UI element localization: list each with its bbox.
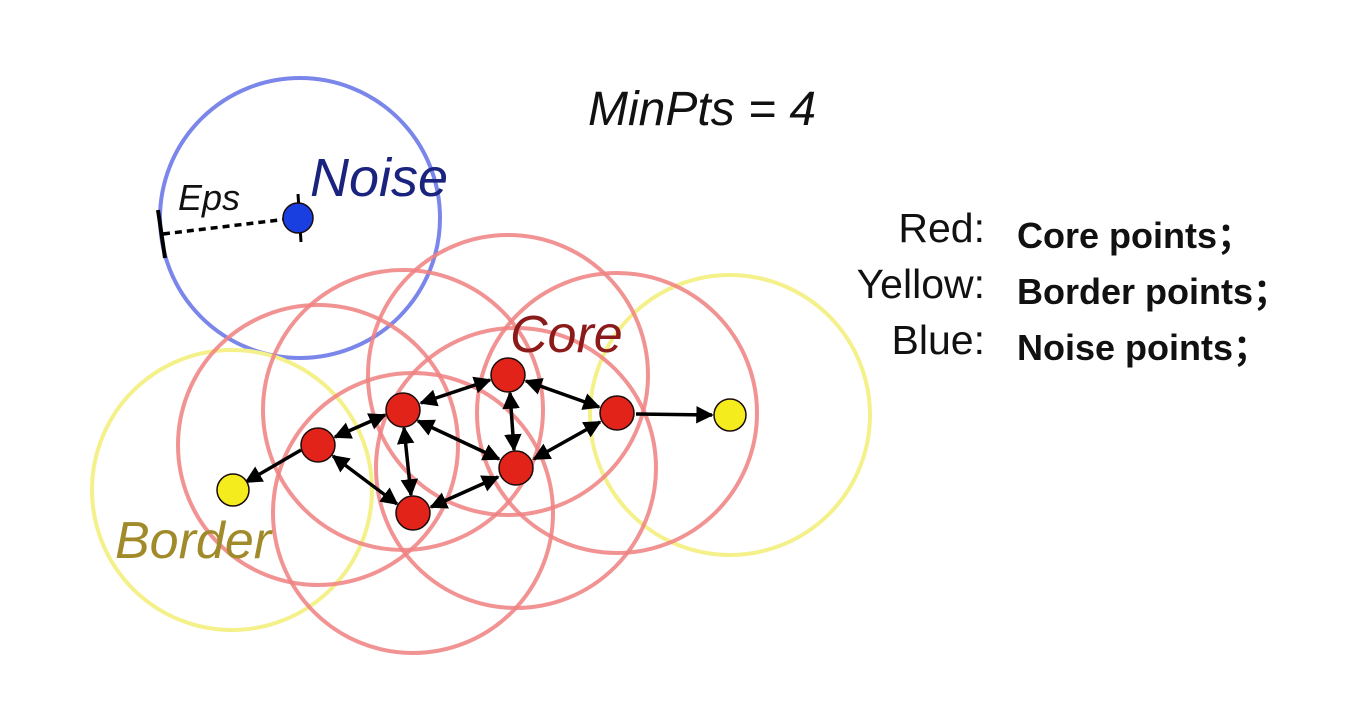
noise-point <box>282 202 314 234</box>
core-point <box>498 450 534 486</box>
points <box>216 202 747 531</box>
arrow <box>532 420 602 461</box>
legend-key: Blue: <box>891 317 985 363</box>
legend-row-border: Yellow: Border points； <box>820 261 1340 317</box>
arrow <box>524 378 601 410</box>
legend-row-core: Red: Core points； <box>820 205 1340 261</box>
border-eps-circle-right <box>588 273 872 557</box>
core-eps-circle <box>475 271 759 555</box>
arrow <box>244 448 302 484</box>
core-point <box>599 395 635 431</box>
legend-value: Core points； <box>1017 215 1254 256</box>
core-point <box>385 392 421 428</box>
arrow <box>419 376 492 407</box>
core-label: Core <box>510 306 623 364</box>
minpts-label: MinPts = 4 <box>588 83 816 136</box>
arrow <box>416 419 501 461</box>
core-point <box>395 495 431 531</box>
legend: Red: Core points； Yellow: Border points；… <box>820 205 1340 373</box>
core-eps-circle <box>271 371 555 655</box>
core-eps-circle <box>366 233 650 517</box>
core-point <box>490 357 526 393</box>
arrow <box>331 454 399 506</box>
arrow <box>333 413 387 439</box>
legend-row-noise: Blue: Noise points； <box>820 317 1340 373</box>
arrow <box>429 475 500 509</box>
arrows <box>244 376 714 509</box>
legend-key: Yellow: <box>856 261 985 307</box>
eps-tick <box>156 209 167 259</box>
arrow <box>396 426 419 497</box>
border-point <box>713 398 747 432</box>
border-point <box>216 473 250 507</box>
legend-key: Red: <box>898 205 985 251</box>
core-point <box>300 427 336 463</box>
arrow <box>502 391 522 452</box>
noise-label: Noise <box>310 148 448 208</box>
border-label: Border <box>115 512 274 570</box>
legend-value: Noise points； <box>1017 327 1270 368</box>
eps-label: Eps <box>178 177 240 218</box>
eps-radius-line <box>162 216 297 236</box>
arrow <box>635 406 714 424</box>
legend-value: Border points； <box>1017 271 1290 312</box>
